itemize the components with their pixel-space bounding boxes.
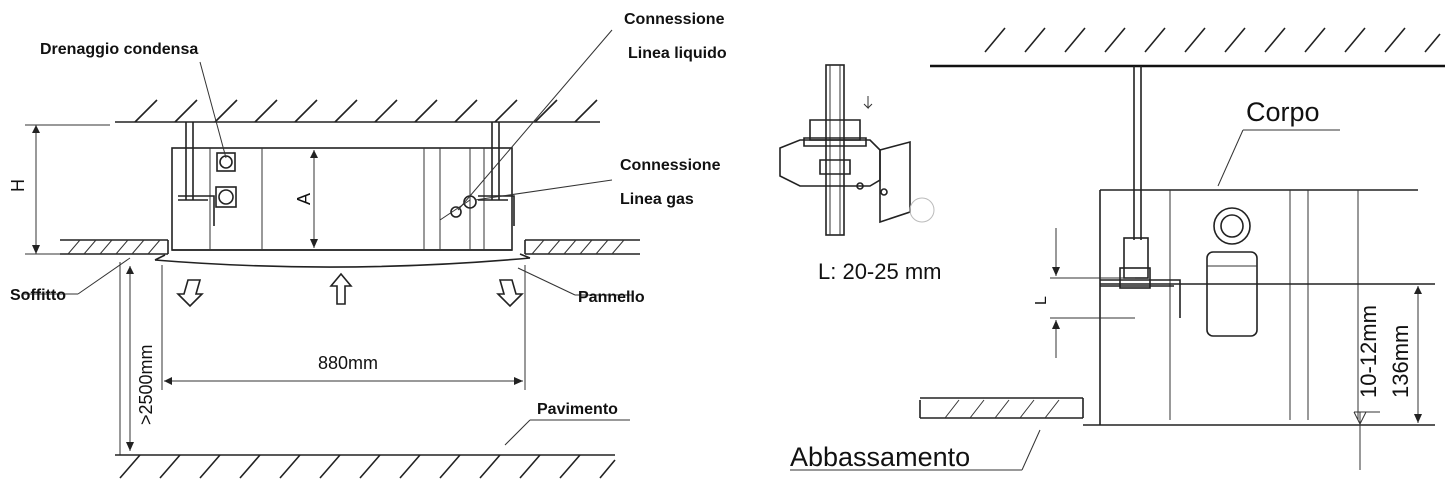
right-unit-body [1099, 189, 1418, 425]
label-drop: Abbassamento [790, 442, 970, 472]
dim-depth-label: 136mm [1388, 325, 1413, 398]
label-gas-conn: Connessione [620, 157, 721, 174]
label-rod-length: L: 20-25 mm [818, 259, 942, 284]
leader-lines [24, 29, 632, 446]
panel [154, 253, 531, 268]
right-top-slab [930, 27, 1445, 68]
dim-width-label: 880mm [318, 353, 378, 373]
top-slab [115, 99, 600, 123]
right-hanging-rod [1119, 66, 1151, 289]
right-ceiling [919, 283, 1435, 426]
right-leader-lines [790, 129, 1340, 471]
airflow-arrows [176, 272, 524, 308]
dim-gap-label: 10-12mm [1356, 305, 1381, 398]
dim-gap-arrow [1353, 411, 1367, 426]
label-floor: Pavimento [537, 401, 618, 418]
dim-l-label: L [1033, 296, 1050, 305]
label-panel: Pannello [578, 289, 645, 306]
dim-height-min-label: >2500mm [136, 344, 156, 425]
dim-a-label: A [294, 193, 314, 205]
label-body: Corpo [1246, 97, 1320, 127]
dim-height-min [119, 262, 134, 455]
right-view: L: 20-25 mm [779, 27, 1445, 472]
label-ceiling: Soffitto [10, 287, 66, 304]
dim-h-label: H [8, 179, 28, 192]
dim-l [1050, 228, 1135, 358]
floor [115, 454, 616, 479]
label-drain: Drenaggio condensa [40, 41, 198, 58]
dim-h [25, 124, 110, 255]
hanging-rods [185, 122, 500, 200]
dim-width [161, 265, 526, 390]
cassette-unit [171, 147, 515, 251]
ceiling-boards [60, 239, 640, 255]
rod-detail [779, 64, 935, 236]
label-liquid-conn: Connessione [624, 11, 725, 28]
left-view: H A 880mm >2500mm [8, 11, 727, 479]
label-gas-line: Linea gas [620, 191, 694, 208]
label-liquid-line: Linea liquido [628, 45, 727, 62]
